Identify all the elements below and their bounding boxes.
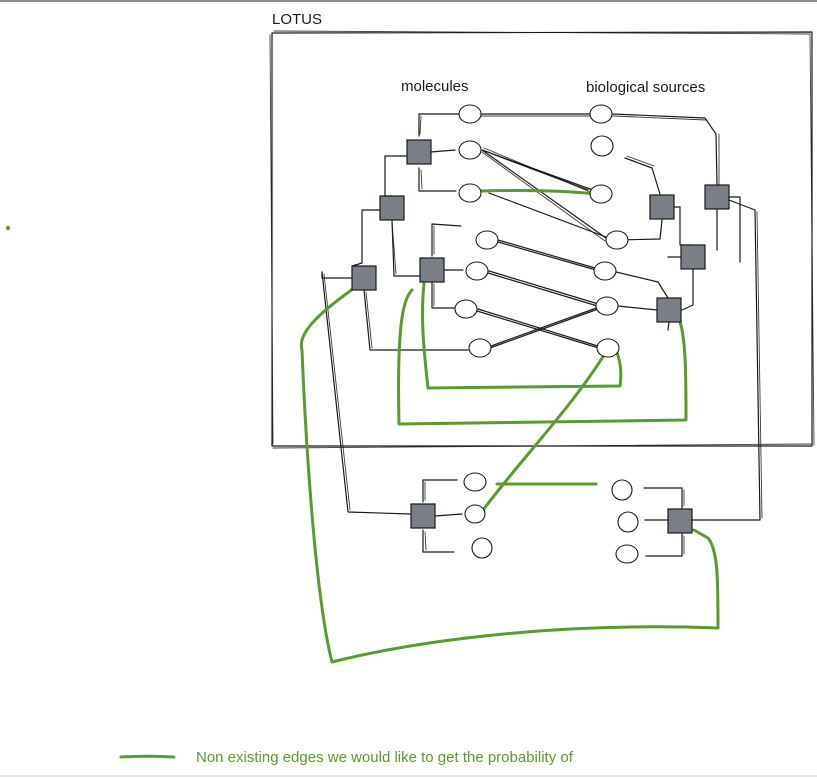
legend: Non existing edges we would like to get … <box>119 749 574 766</box>
hub-square <box>419 257 445 283</box>
source-node <box>611 479 633 501</box>
hub-square <box>649 194 675 220</box>
molecule-node <box>475 230 499 250</box>
source-node <box>617 511 639 533</box>
hub-square <box>351 265 377 291</box>
legend-swatch <box>119 754 176 759</box>
molecule-node <box>463 472 487 492</box>
source-node <box>596 338 620 358</box>
frame-title: LOTUS <box>272 11 322 28</box>
source-node <box>593 261 617 281</box>
molecule-node <box>458 140 482 160</box>
legend-text: Non existing edges we would like to get … <box>196 749 574 766</box>
hub-squares <box>351 139 730 323</box>
bottom-cluster <box>410 472 693 564</box>
source-node <box>590 135 614 157</box>
molecule-node <box>454 299 478 319</box>
label-biological-sources: biological sources <box>586 79 705 96</box>
source-node <box>605 230 629 250</box>
hub-square <box>680 244 706 270</box>
hub-square <box>656 297 682 323</box>
molecule-nodes <box>454 104 499 358</box>
source-node <box>595 296 619 316</box>
hub-square <box>704 184 730 210</box>
source-node <box>589 184 613 204</box>
lotus-frame <box>269 30 815 449</box>
source-node <box>589 104 613 124</box>
hub-square <box>406 139 432 165</box>
molecule-node <box>458 104 482 124</box>
label-molecules: molecules <box>401 78 469 95</box>
molecule-node <box>465 261 489 281</box>
stray-dot <box>5 225 11 231</box>
molecule-source-edges <box>476 113 607 350</box>
molecule-node <box>471 537 493 559</box>
hub-square <box>667 508 693 534</box>
hub-square <box>379 195 405 221</box>
molecule-hub-tree <box>321 113 469 515</box>
green-highlight-edges <box>299 188 720 664</box>
molecule-node <box>458 183 482 203</box>
molecule-node <box>464 504 486 524</box>
source-nodes <box>589 104 629 358</box>
bottom-cluster-edges <box>422 479 685 557</box>
hub-square <box>410 503 436 529</box>
molecule-node <box>468 338 492 358</box>
source-hub-tree <box>611 113 763 521</box>
source-node <box>615 544 639 564</box>
